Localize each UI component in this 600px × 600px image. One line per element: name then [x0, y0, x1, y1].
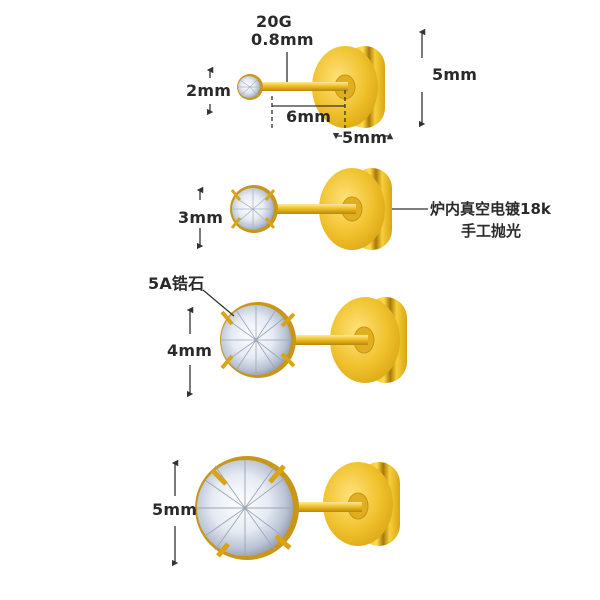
size-label-4mm: 4mm [167, 341, 213, 360]
gauge-label: 20G [256, 12, 292, 31]
stone-annotation: 5A锆石 [148, 274, 205, 293]
back-diameter-label: 5mm [342, 128, 388, 147]
stud-4mm [220, 297, 407, 383]
stud-2mm [237, 46, 385, 128]
size-label-3mm: 3mm [178, 208, 224, 227]
stud-5mm [195, 456, 400, 560]
pin-diameter-label: 0.8mm [251, 30, 314, 49]
size-label-2mm: 2mm [186, 81, 232, 100]
back-thickness-label: 5mm [432, 65, 478, 84]
pin-length-label: 6mm [286, 107, 332, 126]
stud-3mm [230, 168, 392, 250]
size-label-5mm: 5mm [152, 500, 198, 519]
plating-annotation-line1: 炉内真空电镀18k [430, 200, 551, 218]
dimension-lines-3mm [196, 186, 428, 250]
plating-annotation-line2: 手工抛光 [461, 222, 522, 240]
dimension-lines-4mm [186, 289, 235, 398]
dimension-lines-top [206, 28, 426, 140]
